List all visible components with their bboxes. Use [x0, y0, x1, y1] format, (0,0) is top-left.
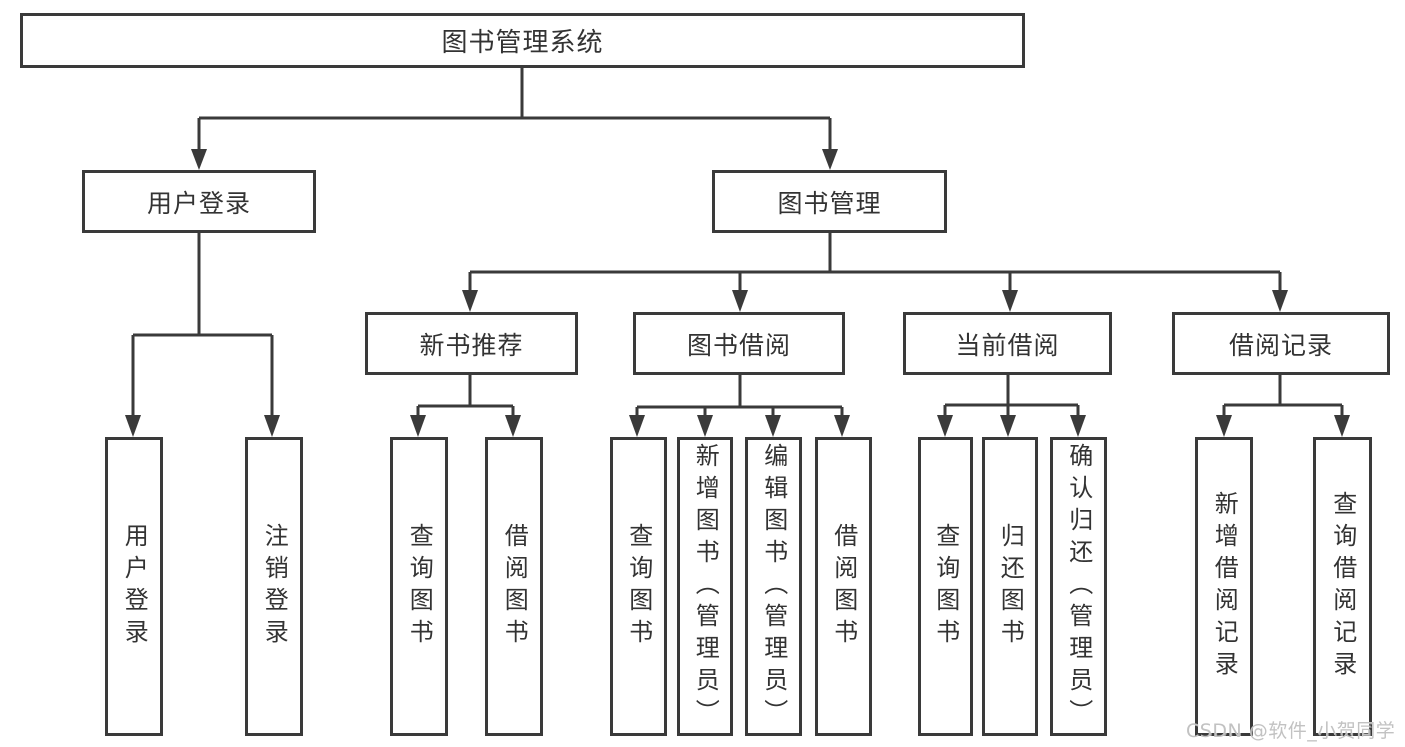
connector-current-borrow-group: [937, 375, 1086, 437]
leaf-current-query: 查询图书: [918, 437, 973, 736]
leaf-newbook-query: 查询图书: [390, 437, 448, 736]
leaf-newbook-borrow: 借阅图书: [485, 437, 543, 736]
leaf-label: 查询图书: [624, 522, 653, 651]
leaf-label: 新增图书（管理员）: [691, 442, 720, 731]
leaf-label: 用户登录: [120, 522, 149, 651]
leaf-record-add: 新增借阅记录: [1195, 437, 1253, 736]
leaf-label: 归还图书: [996, 522, 1025, 651]
node-root: 图书管理系统: [20, 13, 1025, 68]
leaf-label: 查询借阅记录: [1328, 490, 1357, 683]
connector-root-to-level2: [191, 68, 838, 170]
leaf-record-query: 查询借阅记录: [1313, 437, 1372, 736]
connector-new-book-group: [410, 375, 521, 437]
leaf-label: 注销登录: [260, 522, 289, 651]
node-user-login: 用户登录: [82, 170, 316, 233]
leaf-label: 查询图书: [405, 522, 434, 651]
leaf-label: 编辑图书（管理员）: [759, 442, 788, 731]
leaf-borrow-edit: 编辑图书（管理员）: [745, 437, 802, 736]
connector-book-borrow-group: [629, 375, 850, 437]
node-new-book-rec: 新书推荐: [365, 312, 578, 375]
connector-user-login-group: [125, 233, 280, 437]
node-book-borrow: 图书借阅: [633, 312, 845, 375]
leaf-label: 借阅图书: [829, 522, 858, 651]
node-book-mgmt: 图书管理: [712, 170, 947, 233]
leaf-label: 查询图书: [931, 522, 960, 651]
leaf-borrow-query: 查询图书: [610, 437, 667, 736]
leaf-user-login: 用户登录: [105, 437, 163, 736]
leaf-logout: 注销登录: [245, 437, 303, 736]
leaf-label: 确认归还（管理员）: [1064, 442, 1093, 731]
leaf-borrow-borrow: 借阅图书: [815, 437, 872, 736]
connector-book-mgmt-to-level3: [462, 233, 1288, 312]
leaf-current-confirm: 确认归还（管理员）: [1050, 437, 1107, 736]
connector-borrow-record-group: [1216, 375, 1350, 437]
leaf-label: 新增借阅记录: [1210, 490, 1239, 683]
node-borrow-record: 借阅记录: [1172, 312, 1390, 375]
leaf-label: 借阅图书: [500, 522, 529, 651]
csdn-watermark: CSDN @软件_小贺同学: [1186, 720, 1396, 742]
node-current-borrow: 当前借阅: [903, 312, 1112, 375]
leaf-current-return: 归还图书: [982, 437, 1038, 736]
leaf-borrow-add: 新增图书（管理员）: [677, 437, 733, 736]
